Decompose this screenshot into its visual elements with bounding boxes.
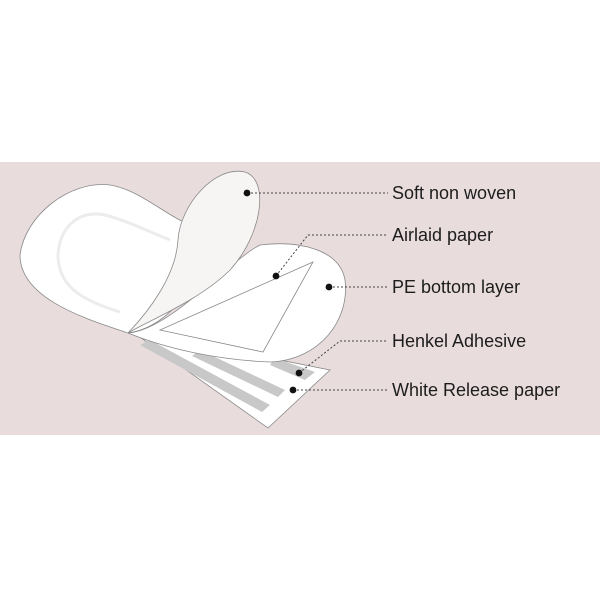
soft-non-woven-layer [127, 170, 261, 334]
label-henkel-adhesive: Henkel Adhesive [392, 331, 527, 351]
label-soft-non-woven: Soft non woven [392, 183, 517, 203]
label-white-release-paper: White Release paper [392, 380, 561, 400]
airlaid-paper-layer [158, 261, 314, 353]
leader-dots [243, 189, 333, 394]
leader-lines [247, 192, 388, 391]
label-airlaid-paper: Airlaid paper [392, 225, 494, 245]
label-pe-bottom-layer: PE bottom layer [392, 277, 521, 297]
release-paper-layer [129, 329, 331, 429]
pad-inner-outline [56, 212, 171, 314]
